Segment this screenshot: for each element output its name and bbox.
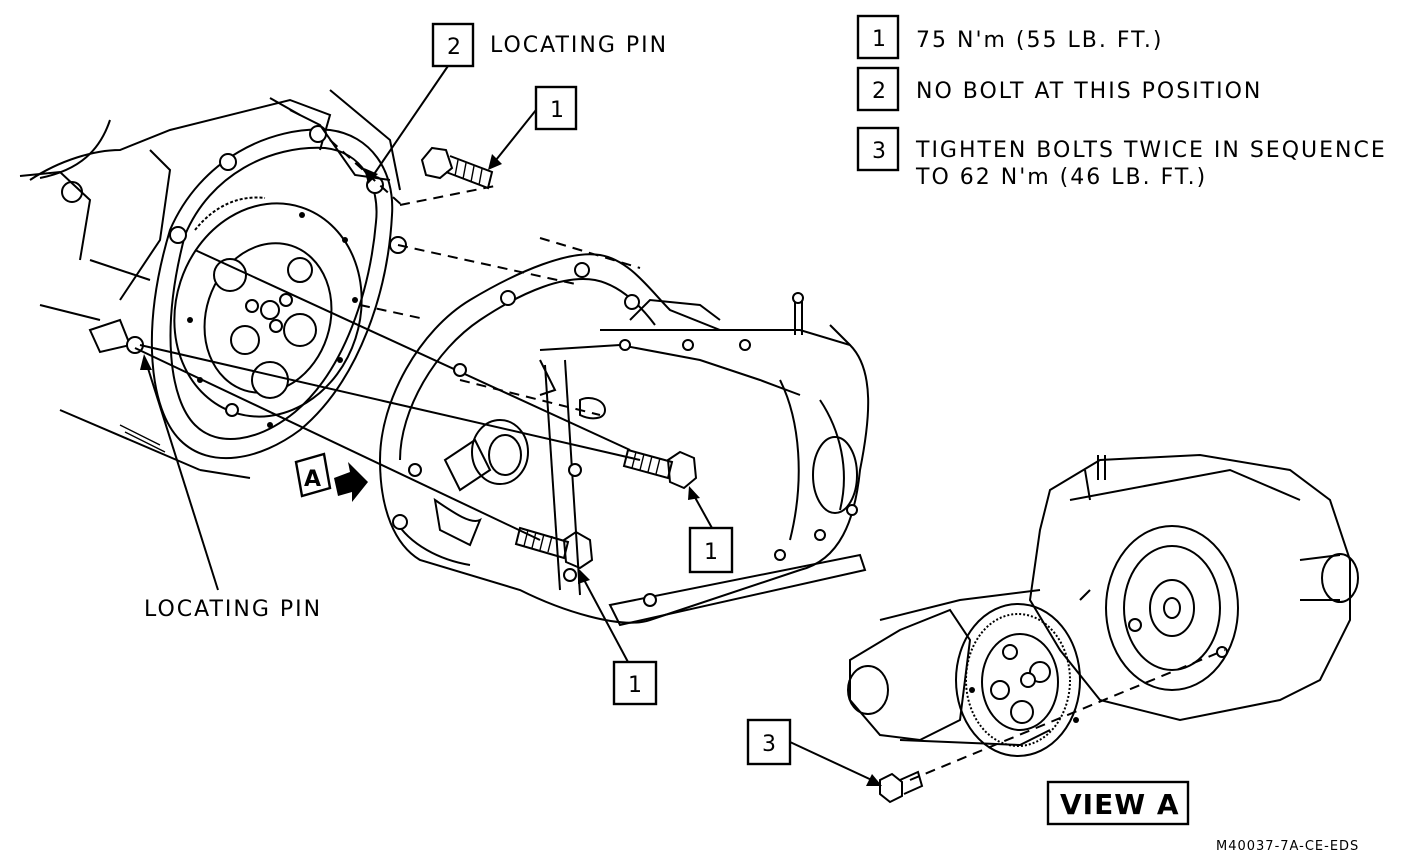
- view-a-bolt: [879, 770, 924, 804]
- callout-3-box: [746, 718, 792, 766]
- callout-bolt-mid: 1: [688, 486, 734, 574]
- callout-locating-pin-bottom: LOCATING PIN: [140, 354, 322, 622]
- legend-1-box: [856, 14, 900, 60]
- locating-pin-bottom-label: LOCATING PIN: [144, 597, 322, 622]
- view-a-title: VIEW A: [1060, 788, 1180, 821]
- view-a-title-box: [1046, 780, 1190, 826]
- callout-view-a-bolt: 3: [746, 718, 882, 786]
- transaxle-case: [378, 253, 870, 627]
- legend-2-box: [856, 66, 900, 112]
- mid-bolt: [622, 448, 698, 490]
- legend: 1 75 N'm (55 LB. FT.) 2 NO BOLT AT THIS …: [856, 14, 1387, 190]
- view-a-arrow-box: [294, 452, 332, 498]
- view-a-arrow: A: [294, 452, 368, 502]
- legend-3-text-line2: TO 62 N'm (46 LB. FT.): [915, 165, 1207, 190]
- low-bolt: [514, 526, 594, 570]
- callout-1-low-box: [612, 660, 658, 706]
- callout-1-top-num: 1: [550, 98, 564, 123]
- callout-locating-pin-top: 2 LOCATING PIN: [364, 22, 668, 184]
- legend-3-num: 3: [872, 139, 886, 164]
- callout-2-num: 2: [447, 35, 461, 60]
- legend-3-text-line1: TIGHTEN BOLTS TWICE IN SEQUENCE: [915, 138, 1387, 163]
- view-a-direction-arrow-icon: [334, 462, 368, 502]
- figure-code: M40037-7A-CE-EDS: [1216, 839, 1359, 854]
- callout-1-low-num: 1: [628, 673, 642, 698]
- legend-1-num: 1: [872, 27, 886, 52]
- callout-1-mid-box: [688, 526, 734, 574]
- top-bolt: [420, 146, 494, 190]
- legend-2-num: 2: [872, 79, 886, 104]
- callout-2-box: [431, 22, 475, 68]
- callout-bolt-low: 1: [578, 568, 658, 706]
- flexplate-assembly: [126, 109, 407, 460]
- legend-1-text: 75 N'm (55 LB. FT.): [916, 28, 1164, 53]
- legend-3-box: [856, 126, 900, 172]
- callout-1-mid-num: 1: [704, 540, 718, 565]
- callout-1-top-box: [534, 85, 578, 131]
- view-a-title-block: VIEW A: [1046, 780, 1190, 826]
- view-a-arrow-letter: A: [304, 467, 321, 492]
- legend-2-text: NO BOLT AT THIS POSITION: [916, 79, 1262, 104]
- callout-bolt-top: 1: [488, 85, 578, 170]
- locating-pin-top-label: LOCATING PIN: [490, 33, 668, 58]
- alignment-lines: [134, 139, 641, 541]
- view-a-drawing: [847, 453, 1359, 781]
- engine-block: [19, 89, 401, 479]
- callout-3-num: 3: [762, 732, 776, 757]
